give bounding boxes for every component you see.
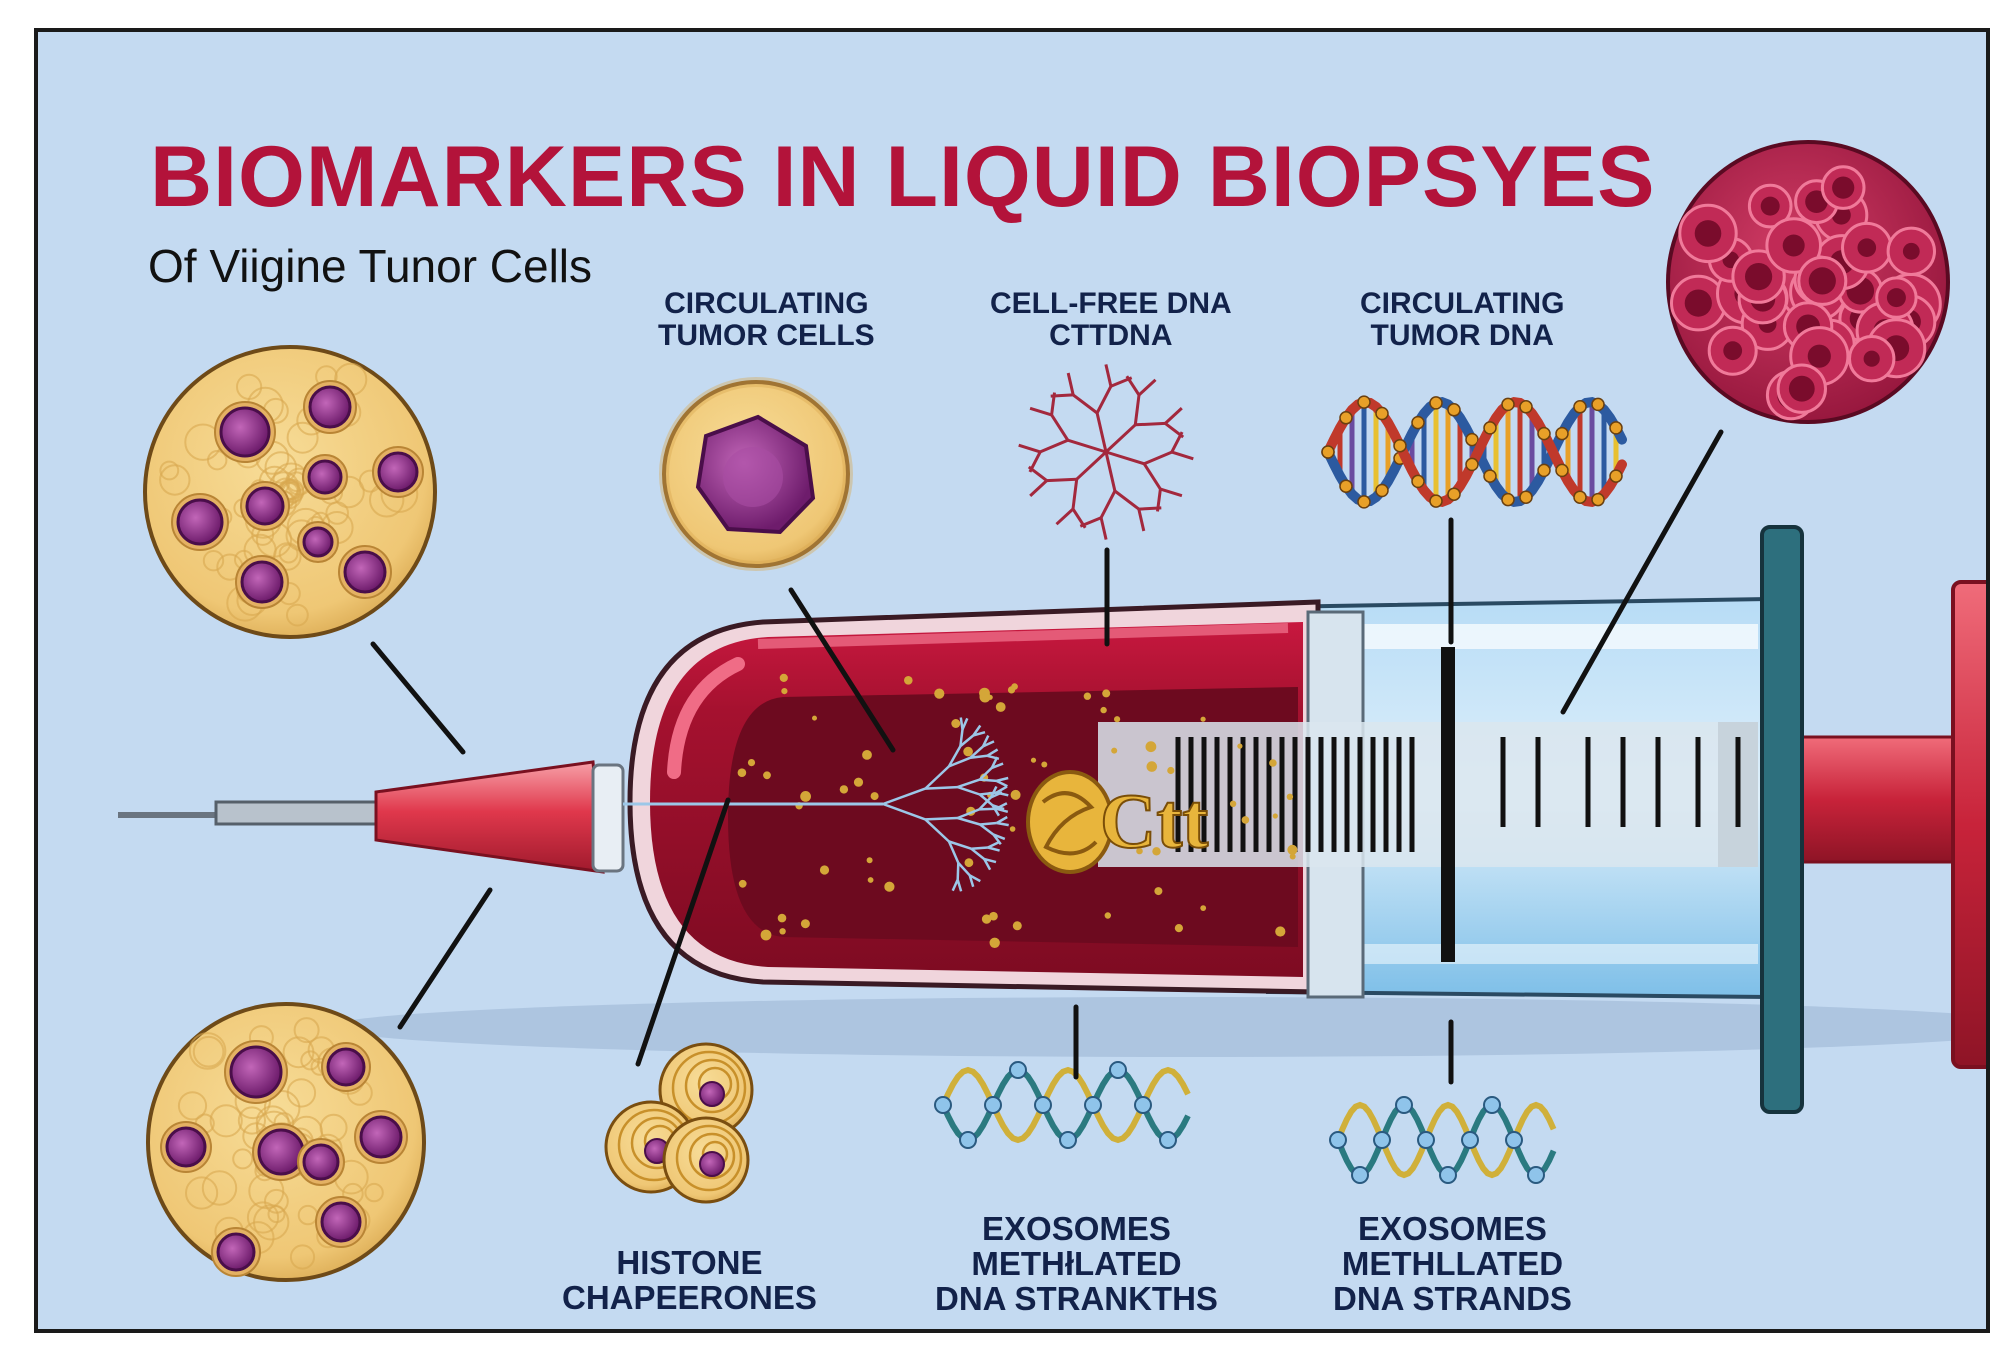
syringe-needle (118, 760, 625, 874)
graduation-marks (1175, 737, 1741, 852)
blood-vial (627, 599, 1321, 995)
histone-chaperone-icon (604, 1042, 754, 1204)
dna-clump (1026, 770, 1114, 874)
exosome-strand-icon-1 (934, 1061, 1191, 1149)
syringe-shadow (328, 997, 1986, 1057)
syringe-plunger (1098, 525, 1986, 1114)
illustration: Ctt (118, 140, 1986, 1282)
page-subtitle: Of Viigine Tunor Cells (148, 240, 593, 292)
cell-free-dna-icon (1018, 364, 1194, 540)
clump-text: Ctt (1100, 777, 1208, 864)
tumor-cluster-icon (1666, 140, 1950, 424)
dna-network (623, 717, 1009, 892)
leader-lines (370, 429, 1724, 1085)
indicator-bar (1441, 647, 1455, 962)
diagram-frame: Ctt BIOMARKERS IN LIQUID BIOPSYES Of Vii… (34, 28, 1990, 1333)
tumor-cell-top-left (143, 345, 437, 639)
tumor-cell-bottom-left (146, 1002, 426, 1282)
blood-particles (737, 673, 1298, 948)
ctdna-helix-icon (1321, 395, 1627, 509)
page-title: BIOMARKERS IN LIQUID BIOPSYES (150, 129, 1656, 225)
circulating-tumor-cell (659, 377, 853, 571)
exosome-strand-icon-2 (1329, 1096, 1557, 1184)
